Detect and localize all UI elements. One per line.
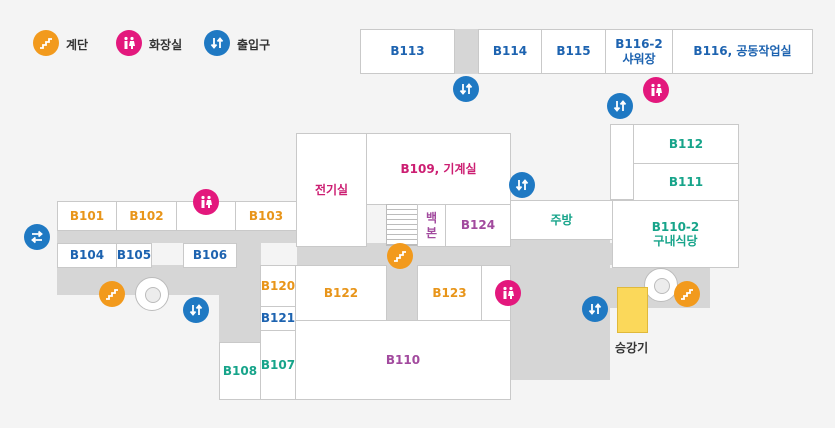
room-b122[interactable]: B122 <box>295 265 387 321</box>
elevator[interactable] <box>617 287 648 333</box>
room-b121[interactable]: B121 <box>260 306 296 331</box>
restroom-icon[interactable] <box>643 77 669 103</box>
room-electric[interactable]: 전기실 <box>296 133 367 247</box>
entrance-west-icon[interactable] <box>24 224 50 250</box>
legend-stairs-label: 계단 <box>66 38 89 52</box>
room-b107[interactable]: B107 <box>260 330 296 400</box>
entrance-icon[interactable] <box>183 297 209 323</box>
room-b116-2[interactable]: B116-2 샤워장 <box>605 29 673 74</box>
room-b111[interactable]: B111 <box>633 163 739 201</box>
room-b104[interactable]: B104 <box>57 243 117 268</box>
stairs-icon[interactable] <box>99 281 125 307</box>
room-b105[interactable]: B105 <box>116 243 152 268</box>
room-b123[interactable]: B123 <box>417 265 482 321</box>
room-b101[interactable]: B101 <box>57 201 117 231</box>
entrance-icon[interactable] <box>509 172 535 198</box>
top-corridor-gap <box>454 29 479 74</box>
elevator-label: 승강기 <box>615 341 649 355</box>
room-b116[interactable]: B116, 공동작업실 <box>672 29 813 74</box>
stairs-icon[interactable] <box>387 243 413 269</box>
legend-entrance-label: 출입구 <box>237 38 271 52</box>
legend-restroom-icon <box>116 30 142 56</box>
legend-stairs-icon <box>33 30 59 56</box>
room-b115[interactable]: B115 <box>541 29 606 74</box>
room-b110[interactable]: B110 <box>295 320 511 400</box>
room-b113[interactable]: B113 <box>360 29 455 74</box>
room-b114[interactable]: B114 <box>478 29 542 74</box>
legend-restroom-label: 화장실 <box>149 38 183 52</box>
right-narrow-room <box>610 124 634 200</box>
restroom-icon[interactable] <box>495 280 521 306</box>
room-b124[interactable]: B124 <box>445 204 511 247</box>
room-b112[interactable]: B112 <box>633 124 739 164</box>
west-spiral-staircase <box>135 277 169 311</box>
stairs-icon[interactable] <box>674 281 700 307</box>
room-b110-2[interactable]: B110-2 구내식당 <box>612 200 739 268</box>
room-b120[interactable]: B120 <box>260 265 296 307</box>
room-b108[interactable]: B108 <box>219 342 261 400</box>
center-staircase <box>386 204 418 246</box>
entrance-icon[interactable] <box>453 76 479 102</box>
entrance-icon[interactable] <box>607 93 633 119</box>
entrance-icon[interactable] <box>582 296 608 322</box>
room-b106[interactable]: B106 <box>183 243 237 268</box>
room-b109[interactable]: B109, 기계실 <box>366 133 511 205</box>
legend-entrance-icon <box>204 30 230 56</box>
room-baekbon[interactable]: 백 본 <box>417 204 446 247</box>
room-kitchen[interactable]: 주방 <box>510 200 613 240</box>
room-b103[interactable]: B103 <box>235 201 297 231</box>
room-b102[interactable]: B102 <box>116 201 177 231</box>
east-spiral-staircase <box>644 268 678 302</box>
left-corridor <box>57 231 297 243</box>
restroom-icon[interactable] <box>193 189 219 215</box>
